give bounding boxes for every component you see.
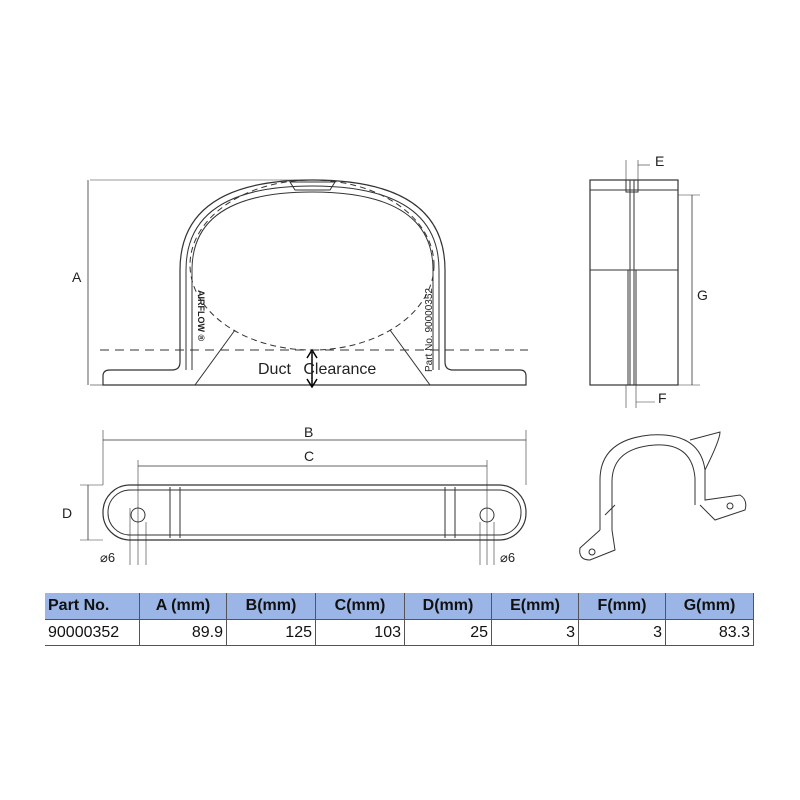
dimension-label-a: A <box>72 269 82 285</box>
dimension-label-g: G <box>697 287 708 303</box>
part-stamp: Part No. 90000352 <box>424 288 435 372</box>
front-view: A Duct Clearance AIRFLOW ® Part No. 9000… <box>72 179 528 389</box>
table-header-row: Part No. A (mm) B(mm) C(mm) D(mm) E(mm) … <box>45 593 754 620</box>
header-e: E(mm) <box>491 593 579 620</box>
cell-a: 89.9 <box>139 619 227 646</box>
dimensions-table: Part No. A (mm) B(mm) C(mm) D(mm) E(mm) … <box>45 593 754 646</box>
header-f: F(mm) <box>578 593 666 620</box>
dimension-label-f: F <box>658 390 667 406</box>
table-row: 90000352 89.9 125 103 25 3 3 83.3 <box>45 619 754 646</box>
dimension-label-b: B <box>304 424 313 440</box>
cell-f: 3 <box>578 619 666 646</box>
dimension-label-e: E <box>655 153 664 169</box>
cell-g: 83.3 <box>665 619 754 646</box>
cell-c: 103 <box>315 619 405 646</box>
drawing-canvas: A Duct Clearance AIRFLOW ® Part No. 9000… <box>62 153 747 565</box>
hole-diameter-right: ⌀6 <box>500 550 515 565</box>
header-a: A (mm) <box>139 593 227 620</box>
header-d: D(mm) <box>404 593 492 620</box>
header-c: C(mm) <box>315 593 405 620</box>
top-view: B C D ⌀6 ⌀6 <box>62 424 527 565</box>
dimension-label-d: D <box>62 505 72 521</box>
cell-d: 25 <box>404 619 492 646</box>
cell-b: 125 <box>226 619 316 646</box>
brand-stamp: AIRFLOW ® <box>196 290 206 341</box>
header-b: B(mm) <box>226 593 316 620</box>
cell-e: 3 <box>491 619 579 646</box>
header-part-no: Part No. <box>45 593 140 620</box>
duct-clearance-label: Duct Clearance <box>258 361 376 378</box>
isometric-view <box>579 431 747 561</box>
cell-part-no: 90000352 <box>45 619 140 646</box>
dimension-label-c: C <box>304 448 314 464</box>
side-view: E G F <box>589 153 708 408</box>
hole-diameter-left: ⌀6 <box>100 550 115 565</box>
header-g: G(mm) <box>665 593 754 620</box>
